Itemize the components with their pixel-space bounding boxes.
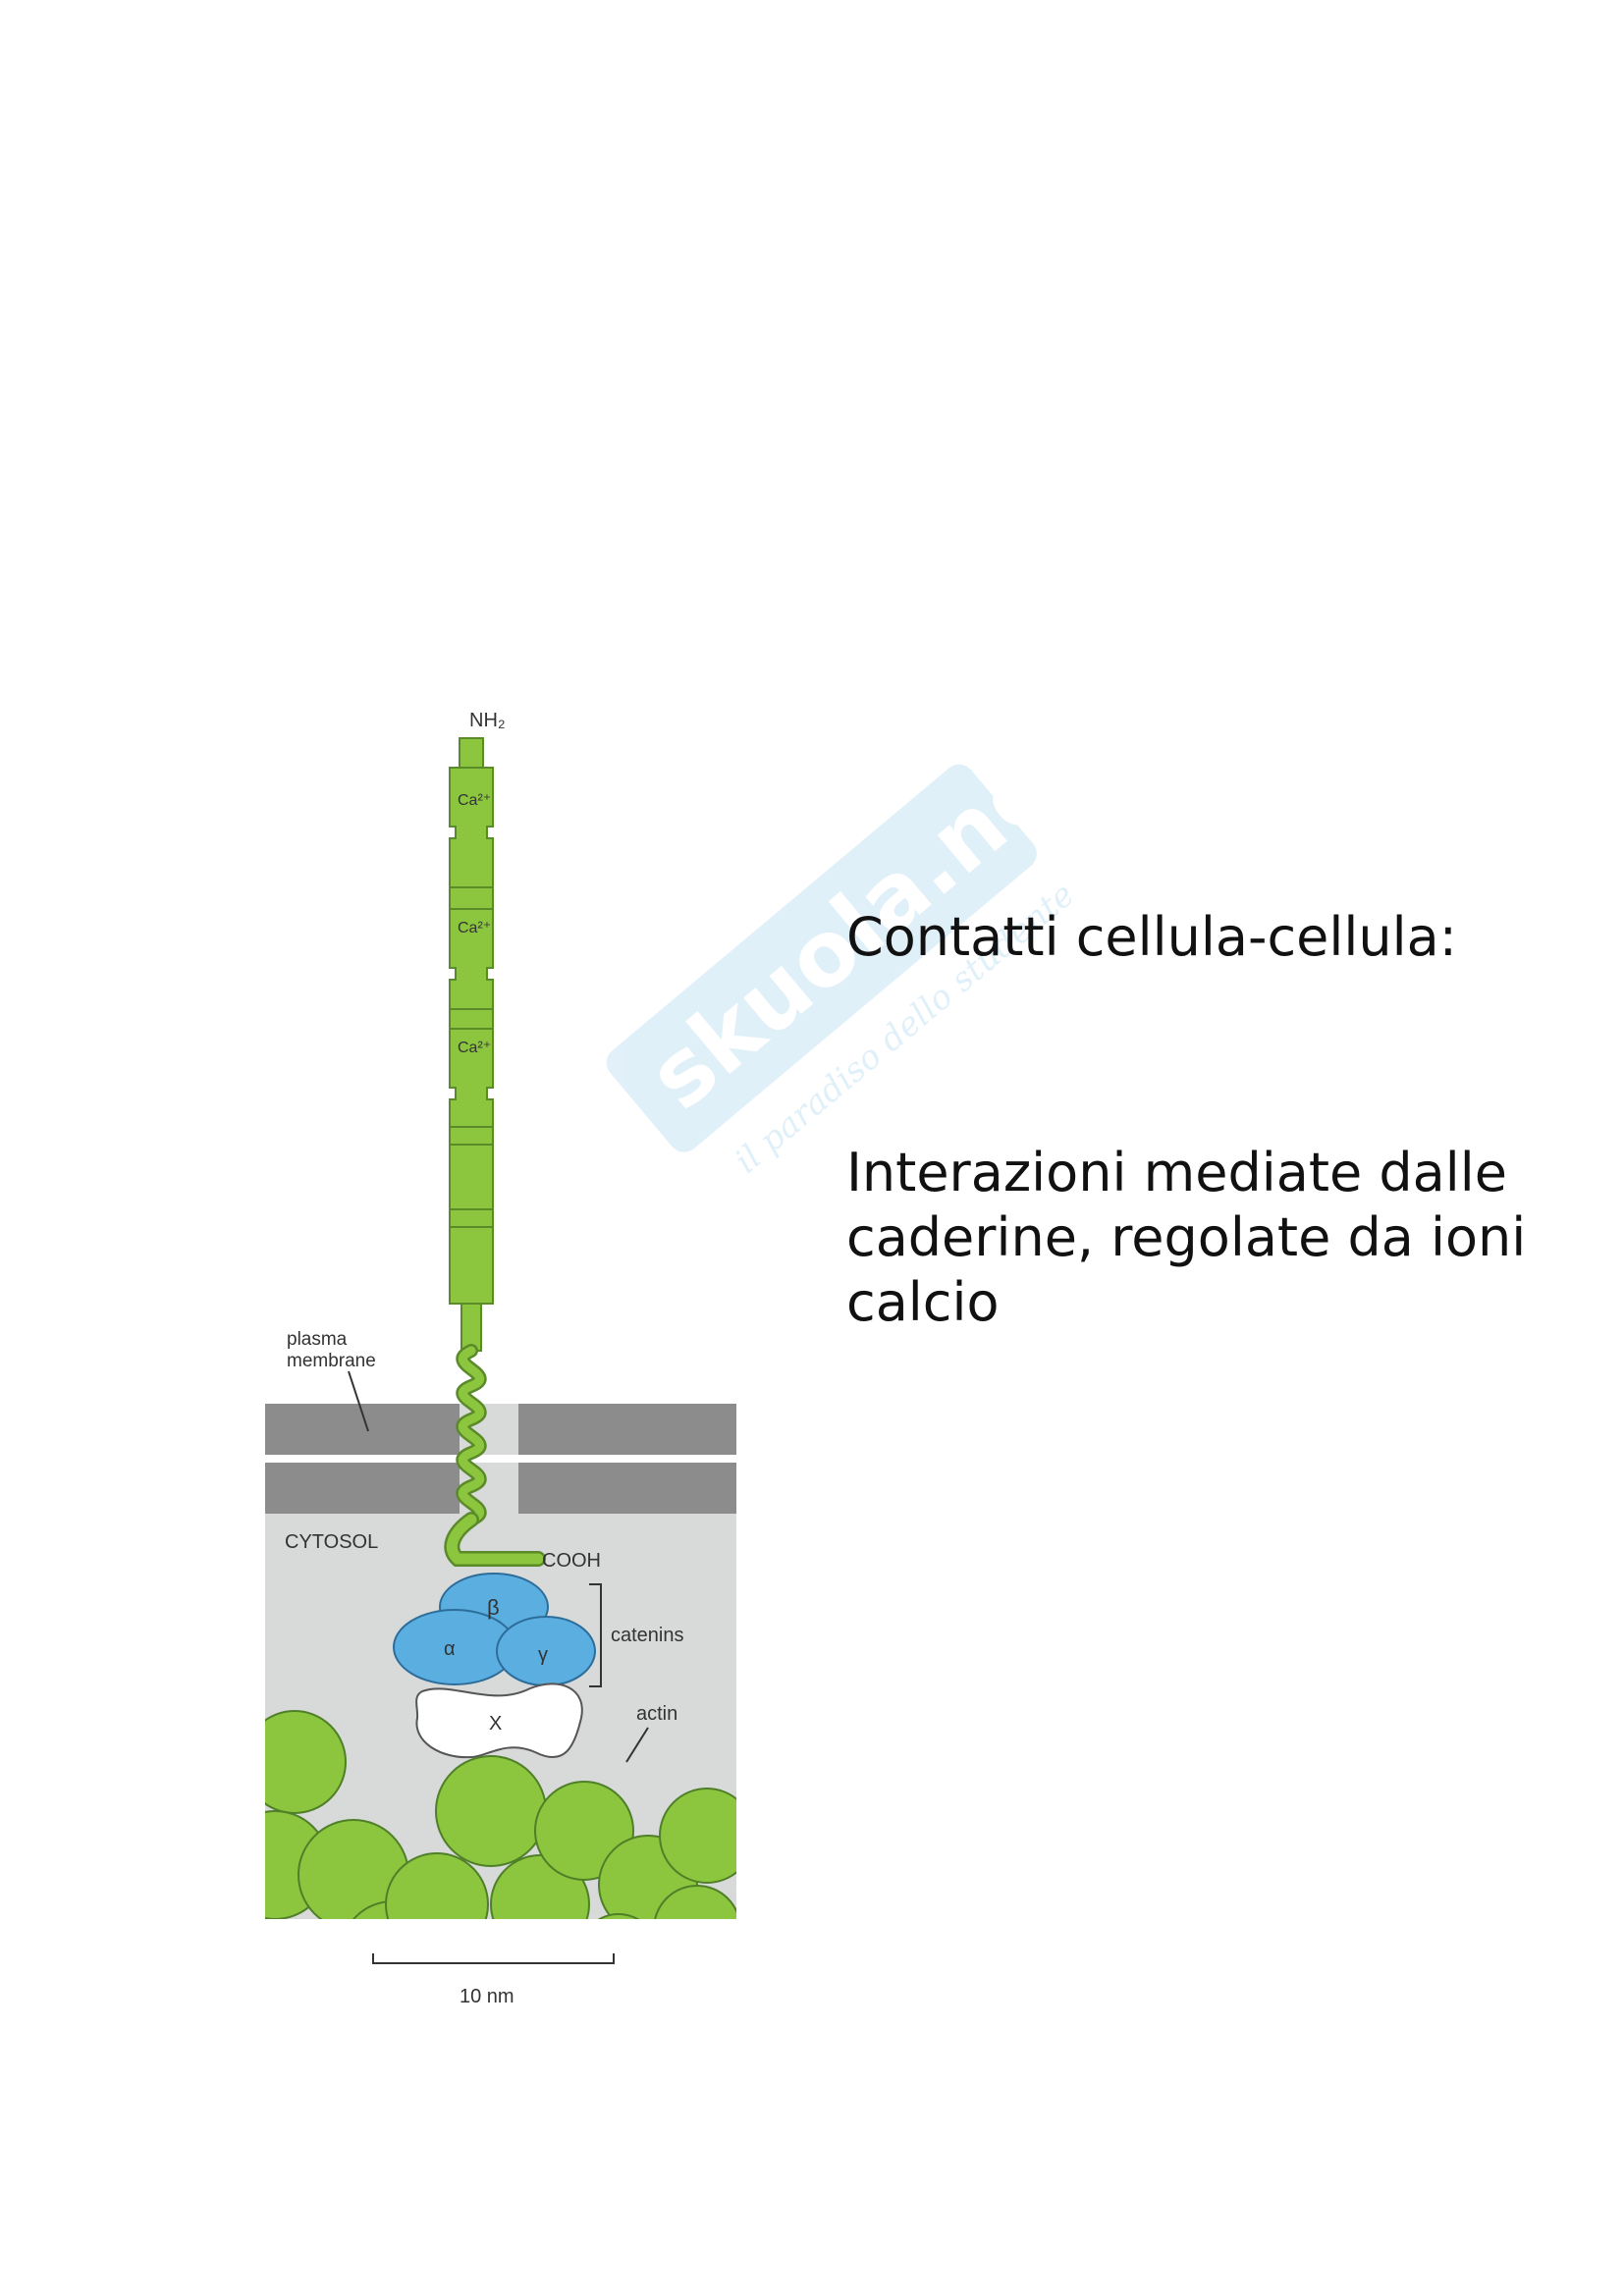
catenins-label: catenins <box>611 1625 684 1646</box>
body-line-3: calcio <box>846 1270 1612 1335</box>
cadherin-diagram: plasma membrane <box>236 687 766 2081</box>
membrane-inner-right <box>518 1463 736 1514</box>
actin-label: actin <box>636 1703 677 1725</box>
plasma-membrane-label-2: membrane <box>287 1351 376 1371</box>
cooh-label: COOH <box>542 1550 601 1572</box>
plasma-membrane-label-1: plasma <box>287 1329 348 1350</box>
beta-label: β <box>487 1595 500 1620</box>
gamma-label: γ <box>538 1644 548 1666</box>
ca-label-1: Ca²⁺ <box>458 792 491 809</box>
ca-label-3: Ca²⁺ <box>458 1040 491 1056</box>
nh2-label: NH₂ <box>469 710 506 731</box>
heading: Contatti cellula-cellula: <box>846 908 1612 967</box>
body-paragraph: Interazioni mediate dalle caderine, rego… <box>846 1141 1612 1335</box>
x-label: X <box>489 1713 502 1735</box>
scale-label: 10 nm <box>460 1986 514 2007</box>
membrane-outer-right <box>518 1404 736 1455</box>
body-line-2: caderine, regolate da ioni <box>846 1205 1612 1270</box>
membrane-inner-left <box>265 1463 460 1514</box>
body-line-1: Interazioni mediate dalle <box>846 1141 1612 1205</box>
ca-label-2: Ca²⁺ <box>458 920 491 936</box>
cytosol-label: CYTOSOL <box>285 1531 378 1553</box>
alpha-label: α <box>444 1638 456 1660</box>
